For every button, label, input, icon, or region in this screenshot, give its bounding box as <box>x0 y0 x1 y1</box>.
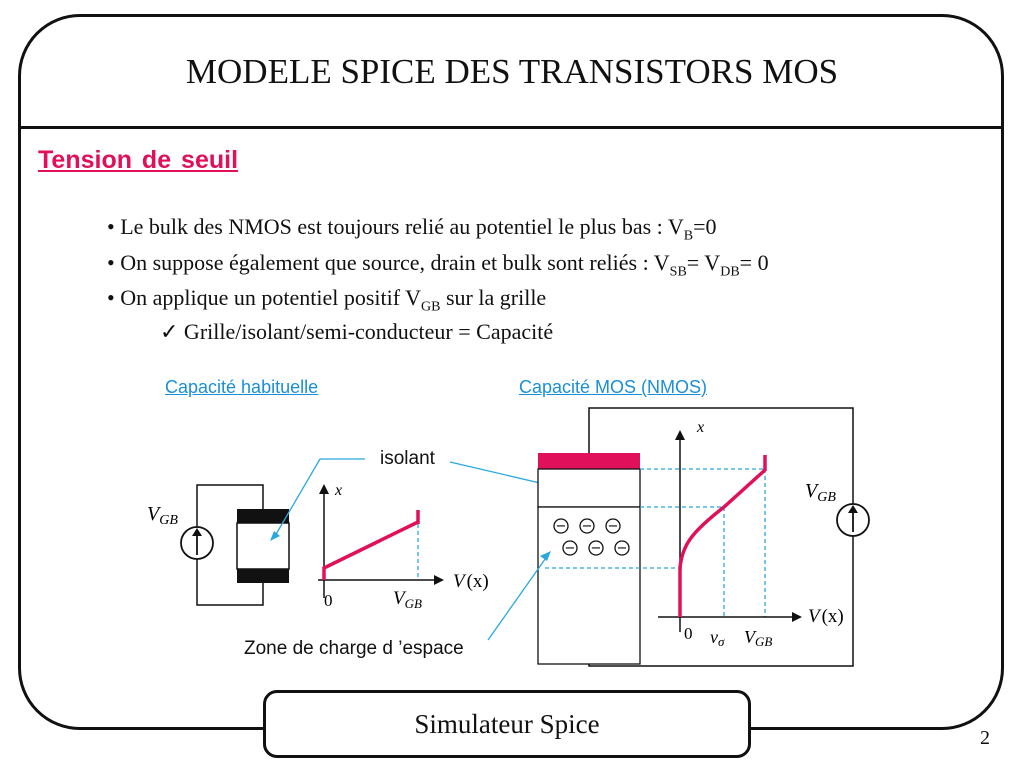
x-axis-arrow-icon <box>319 484 329 494</box>
oxide-layer <box>537 468 641 508</box>
bullet-text: = V <box>686 250 721 275</box>
bullet-text: • On suppose également que source, drain… <box>107 250 670 275</box>
sigma-subscript: σ <box>718 634 725 649</box>
isolant-pointer-left <box>274 458 365 537</box>
negative-charge-icon <box>553 518 569 534</box>
bullet-text: sur la grille <box>440 285 547 310</box>
v-letter: V <box>453 571 467 592</box>
origin-label-left: 0 <box>324 591 333 610</box>
caption-usual-capacitor[interactable]: Capacité habituelle <box>165 377 319 397</box>
x-axis-label-right: x <box>696 419 704 436</box>
bullet-text: = 0 <box>739 250 769 275</box>
arrow-head-icon <box>848 505 858 513</box>
bullet-subscript: GB <box>421 299 441 315</box>
negative-charge-icon <box>562 540 578 556</box>
minus-sign: − <box>608 519 619 534</box>
slide-title: MODELE SPICE DES TRANSISTORS MOS <box>185 52 839 91</box>
vgb-letter: V <box>805 480 820 502</box>
arrow-head-icon <box>192 528 202 536</box>
minus-sign: − <box>617 541 628 556</box>
depletion-charges: − − − − − − <box>553 518 630 556</box>
slide-frame <box>18 14 1004 730</box>
v-paren: (x) <box>467 571 489 592</box>
v-paren: (x) <box>822 606 844 627</box>
vgb-subscript: GB <box>159 513 178 528</box>
vgb-tick-label-right: VGB <box>744 627 772 649</box>
bullet-text: • Le bulk des NMOS est toujours relié au… <box>107 214 684 239</box>
mos-capacitor-circuit <box>537 407 870 667</box>
vgb-label-left: VGB <box>147 503 178 528</box>
bullet-subscript: DB <box>720 264 740 280</box>
negative-charge-icon <box>605 518 621 534</box>
vgb-letter: V <box>744 627 757 647</box>
origin-label-right: 0 <box>684 624 693 643</box>
capacitor-bottom-plate <box>237 569 289 583</box>
caption-mos-capacitor[interactable]: Capacité MOS (NMOS) <box>519 377 708 397</box>
vsigma-tick-label: vσ <box>710 627 725 649</box>
x-axis-arrow-icon <box>675 430 685 440</box>
zone-pointer <box>487 554 549 641</box>
vgb-subscript: GB <box>817 490 836 505</box>
bullet-subscript: B <box>683 228 694 244</box>
negative-charge-icon <box>579 518 595 534</box>
vgb-tick-label-left: VGB <box>393 588 422 611</box>
usual-capacitor-circuit <box>180 484 290 606</box>
depletion-zone-label: Zone de charge d ’espace <box>244 638 464 659</box>
bullet-capacitor: ✓ Grille/isolant/semi-conducteur = Capac… <box>160 319 554 344</box>
bullet-text: =0 <box>693 214 717 239</box>
gate-metal <box>538 453 640 469</box>
isolant-label: isolant <box>380 448 435 469</box>
v-axis-arrow-icon <box>792 612 802 622</box>
capacitor-dielectric <box>236 522 290 570</box>
negative-charge-icon <box>614 540 630 556</box>
bullet-bulk-potential: • Le bulk des NMOS est toujours relié au… <box>107 214 717 244</box>
minus-sign: − <box>582 519 593 534</box>
bullet-subscript: SB <box>669 264 687 280</box>
potential-curve <box>678 468 767 617</box>
level-guides <box>545 468 766 617</box>
capacitor-top-plate <box>237 509 289 523</box>
negative-charge-icon <box>588 540 604 556</box>
vgb-subscript: GB <box>405 596 422 611</box>
v-axis-label-right: V(x) <box>808 606 844 627</box>
section-heading: Tension de seuil <box>38 146 239 174</box>
minus-sign: − <box>591 541 602 556</box>
footer-title: Simulateur Spice <box>263 690 751 758</box>
pointer-arrow-icon <box>270 531 280 541</box>
vgb-letter: V <box>147 503 162 525</box>
vgb-label-right: VGB <box>805 480 836 505</box>
vgb-letter: V <box>393 588 407 609</box>
bullet-text: • On applique un potentiel positif V <box>107 285 422 310</box>
v-axis-arrow-icon <box>434 575 444 585</box>
page-number: 2 <box>980 727 990 749</box>
bullet-source-drain-bulk: • On suppose également que source, drain… <box>107 250 769 280</box>
pointer-arrow-icon <box>540 551 551 561</box>
bullet-positive-potential: • On applique un potentiel positif VGB s… <box>107 285 546 315</box>
mos-capacitor-plot <box>658 430 802 632</box>
vgb-subscript: GB <box>755 634 772 649</box>
minus-sign: − <box>565 541 576 556</box>
minus-sign: − <box>556 519 567 534</box>
potential-curve <box>322 520 419 580</box>
x-axis-label-left: x <box>334 482 342 499</box>
usual-capacitor-plot <box>318 484 444 598</box>
title-divider <box>18 126 1004 129</box>
v-letter: v <box>710 627 718 647</box>
v-axis-label-left: V(x) <box>453 571 489 592</box>
v-letter: V <box>808 606 822 627</box>
